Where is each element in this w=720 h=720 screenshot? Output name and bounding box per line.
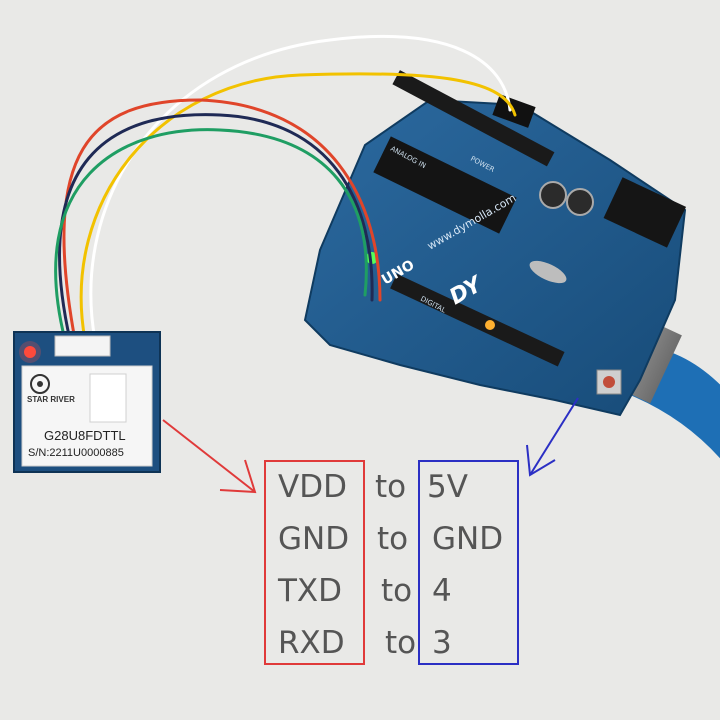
connector-word: to <box>377 521 409 557</box>
module-pin-gnd: GND <box>278 521 350 557</box>
board-pins-box <box>418 460 519 665</box>
board-pin-gnd: GND <box>432 521 504 557</box>
crystal <box>529 260 567 284</box>
jumper-wires <box>54 35 517 342</box>
bottom-header-pins <box>390 273 565 367</box>
arduino-board: www.dymolla.com UNO DY ANALOG IN POWER D… <box>303 70 687 417</box>
module-pin-txd: TXD <box>278 573 343 609</box>
top-header-pins <box>392 70 555 167</box>
wire-black <box>58 113 374 342</box>
module-label-plate <box>21 365 153 467</box>
connector-word: to <box>375 469 407 505</box>
connector-word: to <box>385 625 417 661</box>
capacitor <box>539 181 567 209</box>
board-pin-3: 3 <box>432 625 452 661</box>
connector-word: to <box>381 573 413 609</box>
reset-button <box>603 376 615 388</box>
board-pin-5v: 5V <box>427 469 468 505</box>
capacitor <box>566 188 594 216</box>
wire-white <box>89 35 512 342</box>
wire-green <box>54 128 368 342</box>
module-brand-text: STAR RIVER <box>27 395 75 404</box>
blue-arrow <box>526 397 579 477</box>
module-pin-rxd: RXD <box>278 625 345 661</box>
module-connector <box>54 335 111 357</box>
red-arrow <box>162 419 257 494</box>
module-pins-box <box>264 460 365 665</box>
power-jack <box>603 177 687 248</box>
wire-yellow <box>79 72 517 342</box>
module-model-text: G28U8FDTTL <box>44 428 126 443</box>
microcontroller-chip <box>373 136 517 234</box>
module-serial-text: S/N:2211U0000885 <box>28 447 124 459</box>
gps-module: STAR RIVER G28U8FDTTL S/N:2211U0000885 <box>13 331 161 473</box>
module-led-red <box>24 346 36 358</box>
brand-logo-icon <box>30 374 50 394</box>
module-pin-vdd: VDD <box>278 469 347 505</box>
board-pin-4: 4 <box>432 573 452 609</box>
status-led <box>485 320 495 330</box>
